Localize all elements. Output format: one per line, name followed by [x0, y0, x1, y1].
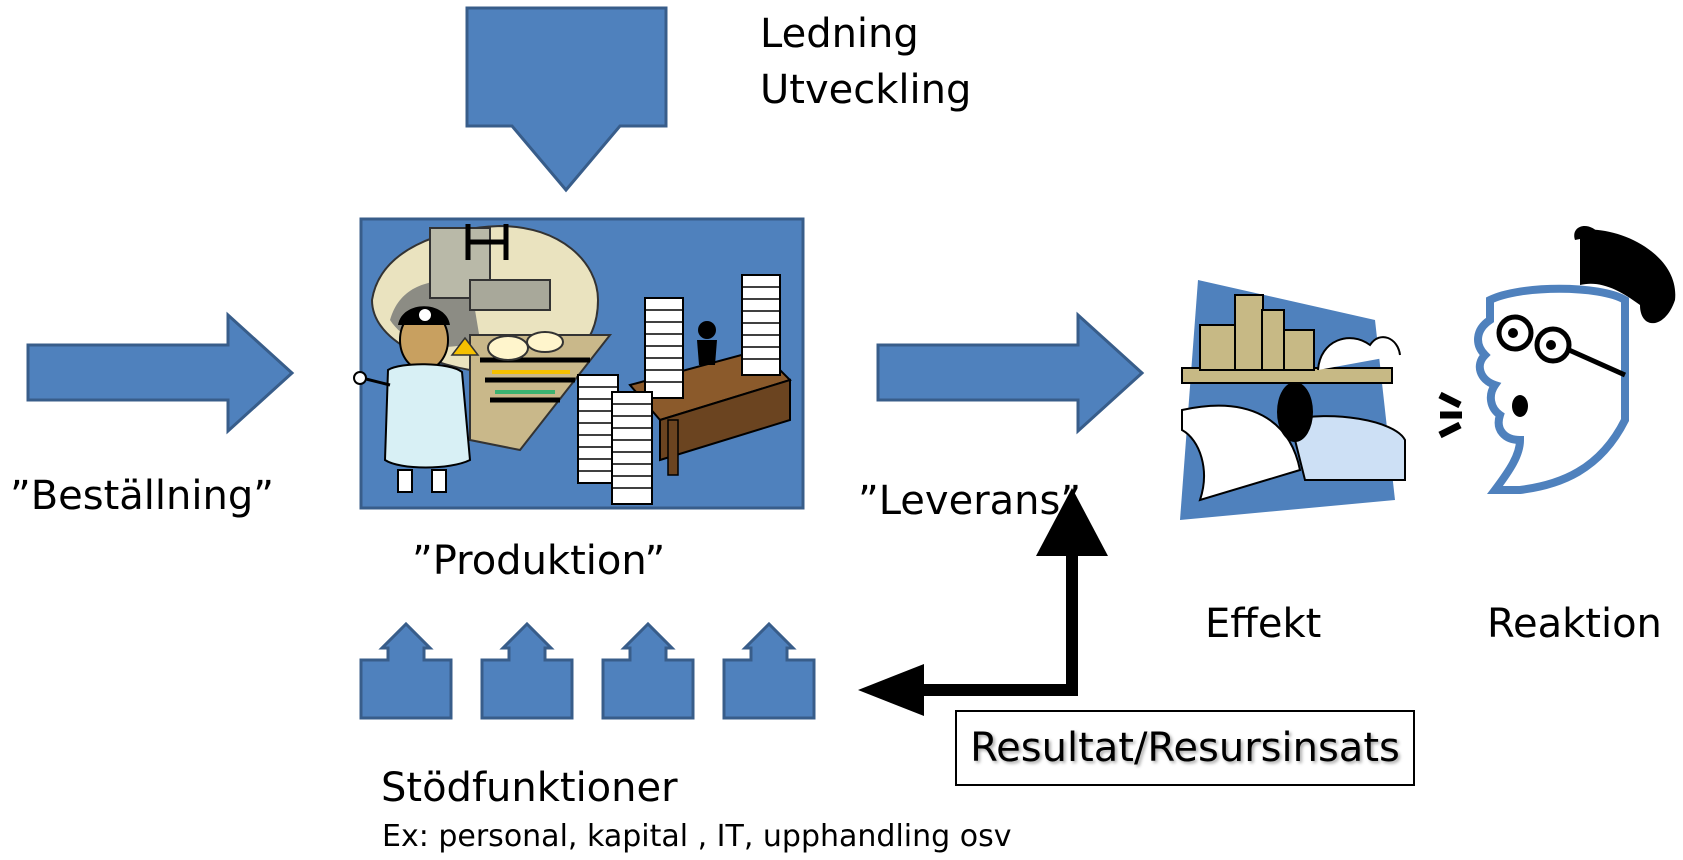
support-arrow-2 [480, 621, 574, 720]
leverans-label: ”Leverans” [858, 478, 1082, 524]
ledning-label: Ledning [760, 11, 919, 57]
utveckling-label: Utveckling [760, 67, 972, 113]
stodfunktioner-label: Stödfunktioner [381, 765, 678, 811]
result-resource-box: Resultat/Resursinsats [955, 710, 1415, 786]
reaktion-label: Reaktion [1487, 601, 1662, 647]
city-landscape-clipart-icon [1180, 280, 1406, 520]
surprised-face-clipart-icon [1438, 225, 1676, 494]
feedback-arrowhead-left [858, 664, 924, 716]
management-arrow [465, 6, 668, 193]
feedback-arrowhead-up [1036, 488, 1108, 556]
delivery-arrow [876, 311, 1145, 435]
support-arrow-3 [601, 621, 695, 720]
examples-label: Ex: personal, kapital , IT, upphandling … [382, 819, 1012, 854]
support-arrow-1 [359, 621, 453, 720]
bestallning-label: ”Beställning” [10, 473, 274, 519]
feedback-arrow [900, 554, 1078, 696]
effekt-label: Effekt [1205, 601, 1322, 647]
production-clipart-icon [353, 224, 792, 505]
produktion-label: ”Produktion” [412, 538, 666, 584]
support-arrow-4 [722, 621, 816, 720]
order-arrow [26, 311, 295, 435]
